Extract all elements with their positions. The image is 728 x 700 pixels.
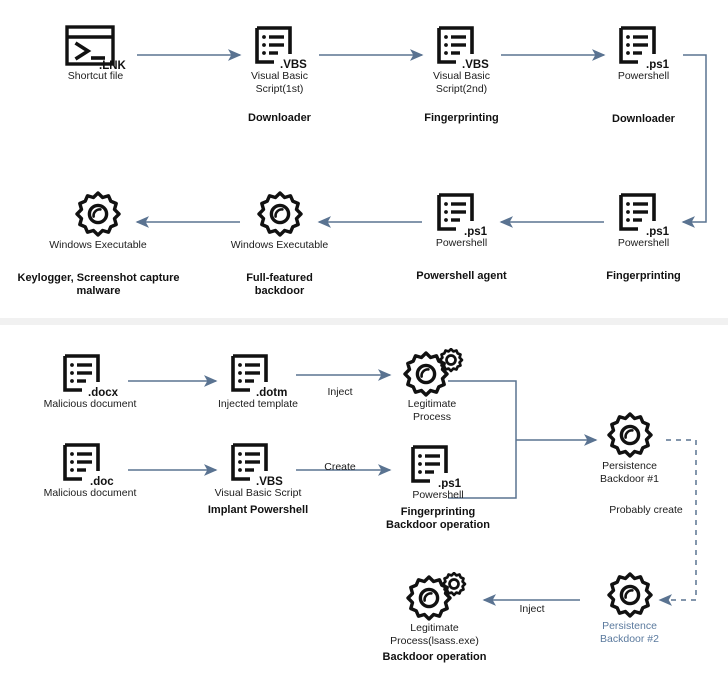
node-role: Downloader <box>248 112 311 124</box>
svg-text:.dotm: .dotm <box>256 387 287 398</box>
node-caption: Visual Basic Script(2nd) <box>432 70 490 95</box>
node-caption: Powershell <box>617 237 670 249</box>
node-role: Full-featured backdoor <box>246 271 313 298</box>
node-docx: .docx Malicious document <box>30 352 150 411</box>
script-file-icon: .ps1 <box>618 193 670 237</box>
svg-text:.VBS: .VBS <box>280 59 307 70</box>
dual-gear-icon <box>405 572 466 621</box>
script-file-icon: .docx <box>63 354 119 398</box>
node-role: Fingerprinting <box>606 269 681 282</box>
node-role: Backdoor operation <box>382 651 487 663</box>
node-ps1-downloader: .ps1 Powershell Downloader <box>586 24 701 126</box>
node-role: Implant Powershell <box>207 503 309 516</box>
script-file-icon: .doc <box>63 443 114 487</box>
node-caption: Malicious document <box>43 487 137 499</box>
node-caption: Persistence Backdoor #2 <box>600 620 659 645</box>
edge-label-create: Create <box>324 461 356 473</box>
edge-label-inject-top: Inject <box>327 386 353 398</box>
script-file-icon: .VBS <box>436 26 489 70</box>
script-file-icon: .dotm <box>231 354 287 398</box>
node-backdoor-2: Persistence Backdoor #2 <box>572 572 687 645</box>
node-full-backdoor: Windows Executable Full-featured backdoo… <box>222 191 337 299</box>
svg-text:.VBS: .VBS <box>256 476 283 487</box>
script-file-icon: .ps1 <box>411 445 462 489</box>
node-backdoor-1: Persistence Backdoor #1 <box>572 412 687 485</box>
svg-text:.ps1: .ps1 <box>646 59 670 70</box>
node-caption: Visual Basic Script <box>214 487 302 499</box>
script-file-icon: .VBS <box>231 443 283 487</box>
node-role: Downloader <box>612 112 675 125</box>
node-caption: Windows Executable <box>49 239 147 251</box>
svg-text:.LNK: .LNK <box>99 60 127 70</box>
node-ps1-lower: .ps1 Powershell Fingerprinting Backdoor … <box>378 443 498 533</box>
node-caption: Powershell <box>412 489 464 501</box>
script-file-icon: .ps1 <box>618 26 670 70</box>
gear-icon <box>256 191 303 237</box>
node-keylogger: Windows Executable Keylogger, Screenshot… <box>18 191 180 299</box>
node-role: Powershell agent <box>416 269 507 282</box>
node-caption: Injected template <box>218 398 298 410</box>
node-vbs-lower: .VBS Visual Basic Script Implant Powersh… <box>198 441 318 517</box>
node-vbs1: .VBS Visual Basic Script(1st) Downloader <box>222 24 337 126</box>
gear-icon <box>606 572 653 618</box>
script-file-icon: .VBS <box>254 26 307 70</box>
node-caption: Shortcut file <box>67 70 124 82</box>
node-vbs2: .VBS Visual Basic Script(2nd) Fingerprin… <box>404 24 519 126</box>
node-role: Fingerprinting <box>424 112 499 124</box>
node-role: Fingerprinting Backdoor operation <box>386 505 490 532</box>
node-caption: Powershell <box>617 70 670 82</box>
node-caption: Persistence Backdoor #1 <box>600 460 659 485</box>
gear-icon <box>75 191 121 237</box>
terminal-icon: .LNK <box>64 25 127 70</box>
section-divider <box>0 318 728 325</box>
svg-text:.ps1: .ps1 <box>464 226 488 237</box>
node-caption: Powershell <box>435 237 488 249</box>
node-ps1-agent: .ps1 Powershell Powershell agent <box>404 191 519 283</box>
edge-label-inject-bottom: Inject <box>519 603 545 615</box>
gear-icon <box>606 412 653 458</box>
node-role: Keylogger, Screenshot capture malware <box>17 271 180 298</box>
node-legitimate-process: Legitimate Process <box>372 348 492 423</box>
dual-gear-icon <box>403 348 464 397</box>
script-file-icon: .ps1 <box>436 193 488 237</box>
node-lnk: .LNK Shortcut file <box>38 24 153 83</box>
node-caption: Malicious document <box>43 398 137 410</box>
node-caption: Legitimate Process(lsass.exe) <box>390 622 479 647</box>
node-caption: Legitimate Process <box>407 398 457 423</box>
node-caption: Windows Executable <box>230 239 329 251</box>
svg-text:.docx: .docx <box>88 387 119 398</box>
node-dotm: .dotm Injected template <box>198 352 318 411</box>
node-caption: Visual Basic Script(1st) <box>250 70 308 95</box>
svg-text:.ps1: .ps1 <box>646 226 670 237</box>
svg-text:.doc: .doc <box>90 476 114 487</box>
svg-text:.ps1: .ps1 <box>438 478 462 489</box>
edge-label-probably-create: Probably create <box>609 504 683 516</box>
node-doc: .doc Malicious document <box>30 441 150 500</box>
node-ps1-fingerprinting: .ps1 Powershell Fingerprinting <box>586 191 701 283</box>
node-lsass-process: Legitimate Process(lsass.exe) Backdoor o… <box>372 572 497 665</box>
svg-text:.VBS: .VBS <box>462 59 489 70</box>
